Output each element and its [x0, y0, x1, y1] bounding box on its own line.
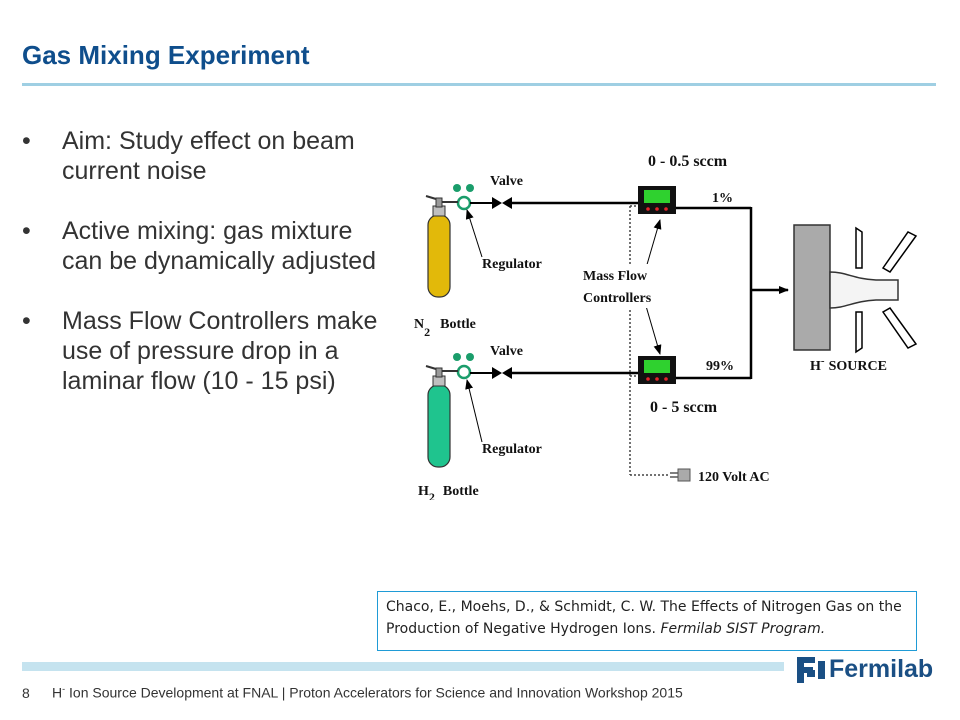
title-divider — [22, 83, 936, 86]
mfc-bottom-led — [655, 377, 659, 381]
mfc-bottom-led — [664, 377, 668, 381]
footer-text: Ion Source Development at FNAL | Proton … — [65, 684, 683, 701]
mfc-top-led — [664, 207, 668, 211]
gas-mixing-diagram: 0 - 0.5 sccm 0 - 5 sccm Valve Valve Regu… — [414, 153, 918, 500]
power-plug-icon — [670, 468, 691, 482]
n2-valve-icon — [492, 197, 512, 209]
bullet-item: • Mass Flow Controllers make use of press… — [22, 306, 392, 396]
regulator-label-bottom: Regulator — [482, 442, 542, 457]
range-bottom-label: 0 - 5 sccm — [650, 399, 718, 416]
citation-source: Fermilab SIST Program. — [660, 621, 826, 637]
bullet-dot: • — [22, 217, 31, 245]
citation-authors: Chaco, E., Moehs, D., & Schmidt, C. W. T… — [386, 599, 902, 637]
slide-title: Gas Mixing Experiment — [22, 40, 310, 70]
mfc-label-line1: Mass Flow — [583, 269, 648, 284]
h2-bottle — [425, 365, 451, 468]
mfc-top — [638, 186, 676, 214]
mfc-top-screen — [644, 190, 670, 203]
percent-top-label: 1% — [712, 191, 733, 206]
bullet-text: Aim: Study effect on beam current noise — [62, 127, 355, 185]
bullet-text: Active mixing: gas mixture can be dynami… — [62, 217, 377, 275]
mfc-bottom — [638, 356, 676, 384]
mfc-label-line2: Controllers — [583, 291, 652, 306]
fermilab-logo: Fermilab — [797, 655, 933, 684]
bullet-dot: • — [22, 127, 31, 155]
bullet-list: • Aim: Study effect on beam current noise… — [22, 126, 392, 426]
n2-bottle — [425, 195, 451, 298]
range-top-label: 0 - 0.5 sccm — [648, 153, 728, 170]
mfc-bottom-screen — [644, 360, 670, 373]
source-label: H-SOURCE — [810, 355, 887, 374]
citation-box: Chaco, E., Moehs, D., & Schmidt, C. W. T… — [377, 591, 917, 651]
bullet-dot: • — [22, 307, 31, 335]
fermilab-logo-text: Fermilab — [829, 655, 934, 683]
regulator-label-top: Regulator — [482, 257, 542, 272]
mfc-bottom-led — [646, 377, 650, 381]
n2-bottle-cylinder — [427, 214, 451, 298]
power-label: 120 Volt AC — [698, 470, 770, 485]
bullet-text: Mass Flow Controllers make use of pressu… — [62, 307, 378, 395]
footer: 8 H- Ion Source Development at FNAL | Pro… — [22, 684, 683, 701]
page-number: 8 — [22, 684, 30, 701]
h2-regulator-icon — [442, 353, 474, 380]
percent-bottom-label: 99% — [706, 359, 734, 374]
footer-divider — [22, 662, 784, 671]
h2-bottle-cylinder — [427, 384, 451, 468]
footer-sup: - — [62, 684, 66, 694]
valve-label-top: Valve — [490, 174, 523, 189]
valve-label-bottom: Valve — [490, 344, 523, 359]
fermilab-logo-icon — [797, 656, 825, 683]
bullet-item: • Aim: Study effect on beam current noise — [22, 126, 392, 186]
footer-h: H — [52, 684, 63, 701]
n2-regulator-icon — [442, 184, 474, 211]
mfc-top-led — [655, 207, 659, 211]
h-minus-source — [793, 224, 918, 354]
bullet-item: • Active mixing: gas mixture can be dynam… — [22, 216, 392, 276]
h2-valve-icon — [492, 367, 512, 379]
mfc-top-led — [646, 207, 650, 211]
